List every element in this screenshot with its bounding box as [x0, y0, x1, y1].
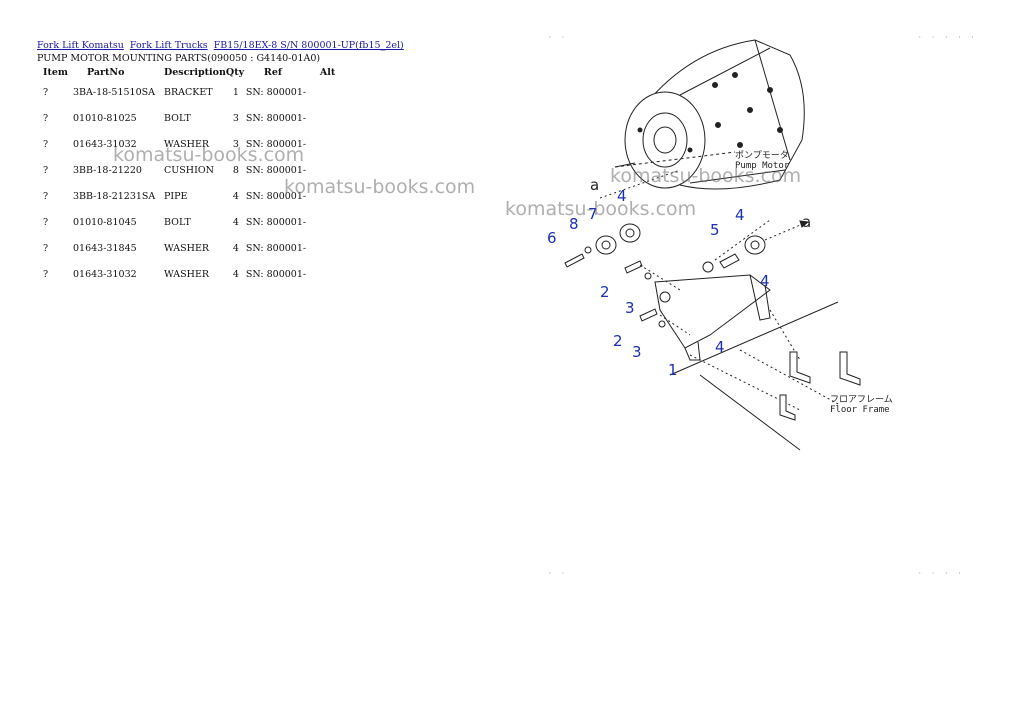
callout-3: 3 — [625, 299, 635, 317]
cell-ref: SN: 800001- — [245, 269, 307, 280]
callout-4: 4 — [715, 338, 725, 356]
cell-alt — [320, 139, 350, 165]
corner-mark: · · — [548, 570, 568, 577]
table-row: ? 01010-81045 BOLT 4 SN: 800001- — [37, 217, 350, 243]
table-row: ? 3BA-18-51510SA BRACKET 1 SN: 800001- — [37, 79, 350, 113]
cell-qty: 1 — [232, 87, 239, 98]
breadcrumb-link-fork-lift-komatsu[interactable]: Fork Lift Komatsu — [37, 40, 124, 51]
table-row: ? 01643-31032 WASHER 3 SN: 800001- — [37, 139, 350, 165]
cell-item: ? — [43, 165, 49, 176]
cell-alt — [320, 79, 350, 113]
table-row: ? 01010-81025 BOLT 3 SN: 800001- — [37, 113, 350, 139]
label-floor-frame-en: Floor Frame — [830, 405, 890, 415]
corner-mark: · · — [548, 34, 568, 41]
cell-partno: 3BA-18-51510SA — [73, 87, 155, 98]
callout-2: 2 — [600, 283, 610, 301]
header-partno: PartNo — [87, 66, 125, 78]
cell-qty: 4 — [232, 217, 239, 228]
arrow-label-a-right: a — [802, 213, 811, 231]
cell-partno: 01643-31845 — [73, 243, 137, 254]
cell-item: ? — [43, 217, 49, 228]
callout-6: 6 — [547, 229, 557, 247]
bracket-illustration — [654, 219, 771, 361]
header-qty: Qty — [225, 66, 245, 78]
cell-qty: 4 — [232, 191, 239, 202]
corner-mark: · · · · — [918, 570, 965, 577]
callout-2: 2 — [613, 332, 623, 350]
breadcrumb: Fork Lift Komatsu Fork Lift Trucks FB15/… — [37, 40, 407, 51]
pump-motor-illustration — [614, 39, 805, 190]
watermark-text: komatsu-books.com — [284, 176, 476, 198]
table-row: ? 3BB-18-21220 CUSHION 8 SN: 800001- — [37, 165, 350, 191]
cell-item: ? — [43, 243, 49, 254]
cell-alt — [320, 217, 350, 243]
callout-4: 4 — [735, 206, 745, 224]
cell-description: PIPE — [164, 191, 188, 202]
watermark-text: komatsu-books.com — [505, 198, 697, 220]
table-row: ? 01643-31845 WASHER 4 SN: 800001- — [37, 243, 350, 269]
page-title: PUMP MOTOR MOUNTING PARTS(090050 : G4140… — [37, 53, 321, 64]
cell-description: CUSHION — [164, 165, 214, 176]
cell-partno: 3BB-18-21231SA — [73, 191, 156, 202]
cell-partno: 01643-31032 — [73, 269, 137, 280]
header-description: Description — [164, 66, 226, 78]
label-pump-motor-en: Pump Motor — [735, 161, 790, 171]
cell-partno: 01010-81025 — [73, 113, 137, 124]
cell-description: WASHER — [164, 269, 210, 280]
header-item: Item — [43, 66, 68, 78]
cell-partno: 3BB-18-21220 — [73, 165, 142, 176]
callout-7: 7 — [588, 205, 598, 223]
cell-qty: 3 — [232, 113, 239, 124]
callout-3: 3 — [632, 343, 642, 361]
cell-ref: SN: 800001- — [245, 113, 307, 124]
table-header-row: Item PartNo Description Qty Ref Alt — [37, 65, 350, 79]
parts-diagram: ポンプモータ Pump Motor フロアフレーム Floor Frame a … — [547, 39, 893, 451]
callout-8: 8 — [569, 215, 579, 233]
cell-ref: SN: 800001- — [245, 217, 307, 228]
table-row: ? 3BB-18-21231SA PIPE 4 SN: 800001- — [37, 191, 350, 217]
cell-qty: 3 — [232, 139, 239, 150]
cell-description: WASHER — [164, 243, 210, 254]
cell-description: BOLT — [164, 113, 191, 124]
cell-description: BRACKET — [164, 87, 213, 98]
cell-item: ? — [43, 87, 49, 98]
cell-ref: SN: 800001- — [245, 243, 307, 254]
cell-alt — [320, 243, 350, 269]
label-pump-motor-jp: ポンプモータ — [735, 150, 789, 161]
header-alt: Alt — [319, 66, 336, 78]
cell-ref: SN: 800001- — [245, 87, 307, 98]
callout-1: 1 — [668, 361, 678, 379]
cell-description: BOLT — [164, 217, 191, 228]
breadcrumb-link-model[interactable]: FB15/18EX-8 S/N 800001-UP(fb15_2el) — [213, 40, 404, 51]
callout-4: 4 — [760, 272, 770, 290]
cell-item: ? — [43, 269, 49, 280]
cell-qty: 4 — [232, 243, 239, 254]
cell-alt — [320, 113, 350, 139]
corner-mark: · · · · · — [918, 34, 978, 41]
callout-5: 5 — [710, 221, 720, 239]
cell-ref: SN: 800001- — [245, 165, 307, 176]
cell-ref: SN: 800001- — [245, 191, 307, 202]
callout-4: 4 — [617, 187, 627, 205]
cell-item: ? — [43, 139, 49, 150]
parts-table: Item PartNo Description Qty Ref Alt ? 3B… — [37, 65, 350, 289]
cell-partno: 01010-81045 — [73, 217, 137, 228]
label-floor-frame-jp: フロアフレーム — [830, 394, 893, 405]
header-ref: Ref — [263, 66, 282, 78]
watermark-text: komatsu-books.com — [113, 144, 305, 166]
arrow-label-a-left: a — [590, 176, 599, 194]
cell-alt — [320, 269, 350, 289]
cell-item: ? — [43, 113, 49, 124]
cell-partno: 01643-31032 — [73, 139, 137, 150]
cell-description: WASHER — [164, 139, 210, 150]
cell-qty: 4 — [232, 269, 239, 280]
breadcrumb-link-fork-lift-trucks[interactable]: Fork Lift Trucks — [129, 40, 208, 51]
cell-ref: SN: 800001- — [245, 139, 307, 150]
table-row: ? 01643-31032 WASHER 4 SN: 800001- — [37, 269, 350, 289]
watermark-text: komatsu-books.com — [610, 165, 802, 187]
cell-item: ? — [43, 191, 49, 202]
cell-qty: 8 — [232, 165, 239, 176]
